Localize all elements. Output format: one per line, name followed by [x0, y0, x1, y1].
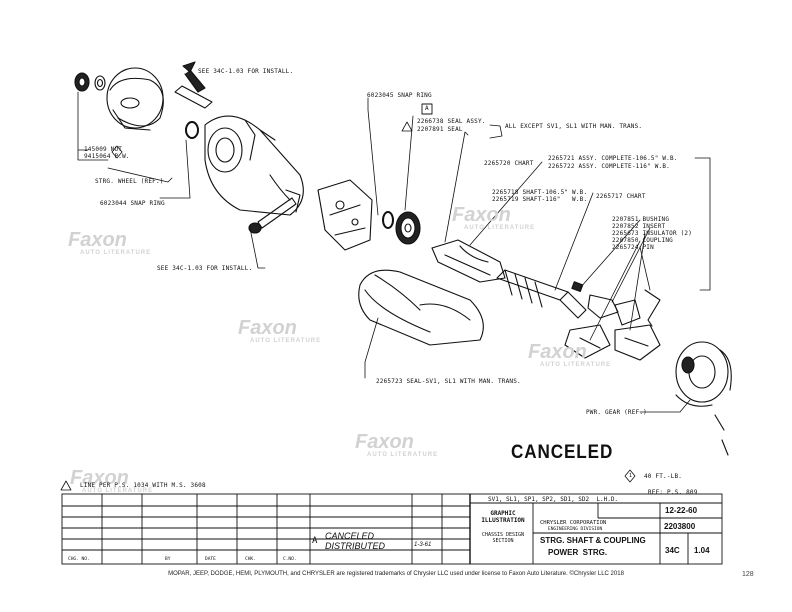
label-snap-ring-b: 6023044 SNAP RING: [100, 200, 165, 207]
label-bushing: 2207851 BUSHING: [612, 216, 670, 223]
title-block-col-by: BY: [165, 557, 171, 562]
coupling-parts: [564, 281, 661, 361]
label-chart-2265720: 2265720 CHART: [484, 160, 534, 167]
seal-assembly: [395, 211, 421, 245]
label-ref-1: 1: [629, 473, 633, 479]
ref-diamond-torque: [624, 469, 636, 483]
title-block-col-chg: CHG. NO.: [68, 557, 90, 562]
label-seal: 2207891 SEAL: [417, 126, 463, 133]
label-assy-116: 2265722 ASSY. COMPLETE-116" W.B.: [548, 163, 670, 170]
title-block-company-sub: ENGINEERING DIVISION: [548, 527, 603, 532]
title-block-company: CHRYSLER CORPORATION: [540, 520, 607, 526]
label-shaft-106: 2265718 SHAFT-106.5" W.B.: [492, 189, 588, 196]
label-pin: 2265724 PIN: [612, 244, 654, 251]
snap-ring-b-part: [185, 121, 199, 139]
label-ref-a: A: [425, 105, 429, 112]
title-block-dept: GRAPHIC ILLUSTRATION: [481, 510, 525, 524]
ref-box-a: [421, 103, 433, 115]
snap-ring-a-part: [382, 211, 394, 229]
title-block-col-date: DATE: [205, 557, 216, 562]
title-block-date: 12-22-60: [665, 506, 698, 515]
title-block-group: 34C: [665, 546, 680, 555]
title-block-models: SV1, SL1, SP1, SP2, SD1, SD2 L.H.D.: [488, 496, 619, 503]
seal-shell-upper: [431, 239, 506, 283]
label-coupling: 2207850 COUPLING: [612, 237, 673, 244]
label-line-per: LINE PER P.S. 1034 WITH M.S. 3608: [80, 482, 206, 489]
label-nut: 145009 NUT: [84, 146, 123, 153]
page-number: 128: [742, 571, 754, 578]
label-seal-sv1: 2265723 SEAL-SV1, SL1 WITH MAN. TRANS.: [376, 378, 521, 385]
leader-lines: [77, 91, 711, 413]
title-block-rev-text-1: CANCELED: [325, 531, 375, 541]
shift-lever: [248, 189, 301, 234]
label-snap-ring-a: 6023045 SNAP RING: [367, 92, 432, 99]
title-block-title-2: POWER STRG.: [548, 548, 608, 557]
title-block-dept-sub: CHASSIS DESIGN SECTION: [481, 532, 525, 544]
steering-shaft: [496, 269, 587, 319]
label-torque: 40 FT.-LB.: [644, 473, 683, 480]
title-block-rev-date: 1-3-61: [414, 542, 432, 548]
label-assy-106: 2265721 ASSY. COMPLETE-106.5" W.B.: [548, 155, 678, 162]
label-ref-ps: REF: P.S. 809: [648, 489, 698, 496]
label-pwr-gear: PWR. GEAR (REF.): [586, 409, 647, 416]
label-see-install-bottom: SEE 34C-1.03 FOR INSTALL.: [157, 265, 253, 272]
label-all-except: ALL EXCEPT SV1, SL1 WITH MAN. TRANS.: [505, 123, 643, 130]
column-bracket: [317, 179, 373, 251]
power-gear: [675, 341, 732, 456]
title-block-page: 1.04: [694, 546, 710, 555]
column-housing: [204, 115, 304, 216]
ref-triangle-line: [60, 480, 72, 491]
ref-triangle-seal: [401, 121, 413, 132]
title-block-col-chk: CHK.: [245, 557, 256, 562]
label-chart-2265717: 2265717 CHART: [596, 193, 646, 200]
title-block-title-1: STRG. SHAFT & COUPLING: [540, 536, 646, 545]
title-block-drawing-no: 2203800: [664, 522, 696, 531]
title-block-rev-text-2: DISTRIBUTED: [325, 541, 386, 551]
label-shaft-116: 2265719 SHAFT-116" W.B.: [492, 196, 588, 203]
label-seal-assy: 2266738 SEAL ASSY.: [417, 118, 486, 125]
nut-part: [74, 72, 106, 92]
label-see-install-top: SEE 34C-1.03 FOR INSTALL.: [198, 68, 294, 75]
ref-diamond-wheel: [111, 145, 123, 159]
label-insulator: 2265673 INSULATOR (2): [612, 230, 693, 237]
canceled-stamp: CANCELED: [511, 442, 614, 463]
label-pw: 9415064 P.W.: [84, 153, 130, 160]
steering-wheel-hub: [106, 67, 213, 131]
label-strg-wheel: STRG. WHEEL (REF.): [95, 178, 164, 185]
title-block-rev-letter: A: [312, 536, 318, 546]
title-block-col-cno: C.NO.: [283, 557, 297, 562]
direction-arrow: [182, 61, 206, 93]
seal-boot-lower: [358, 269, 484, 346]
trademark-footer: MOPAR, JEEP, DODGE, HEMI, PLYMOUTH, and …: [168, 571, 624, 577]
label-insert: 2207852 INSERT: [612, 223, 666, 230]
